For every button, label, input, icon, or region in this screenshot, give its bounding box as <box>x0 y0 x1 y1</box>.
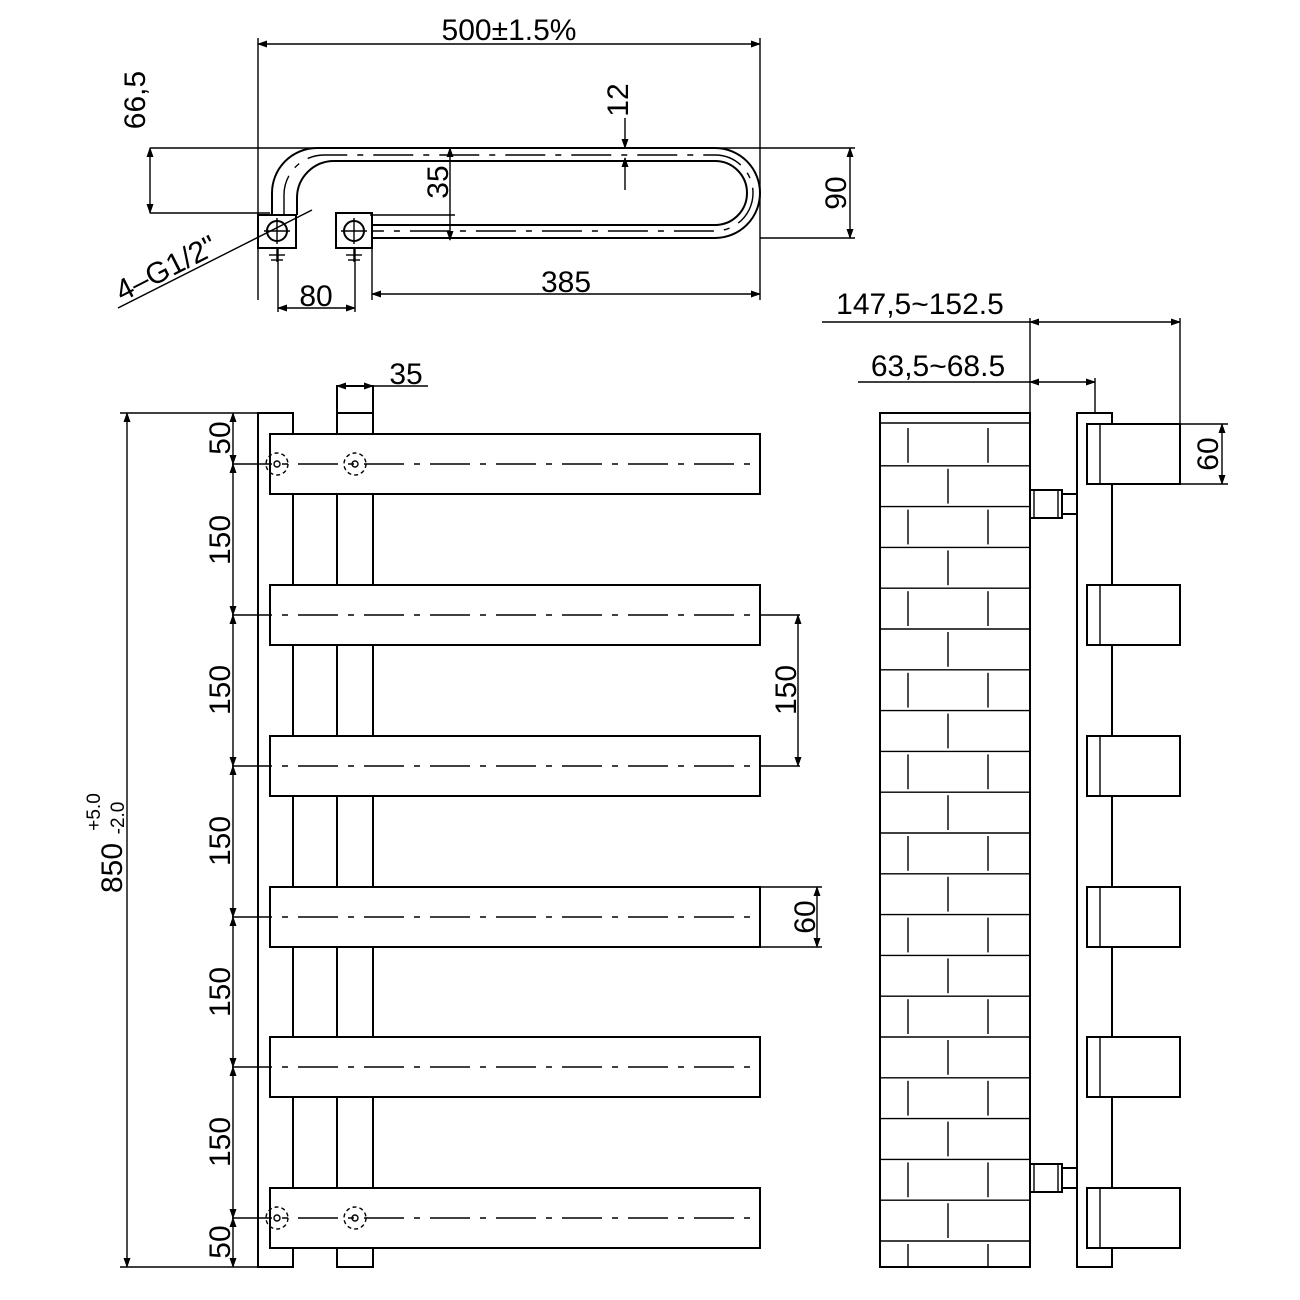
dim-60-side: 60 <box>1192 437 1225 470</box>
side-collector <box>1076 412 1113 1268</box>
brick-wall <box>879 412 1031 1268</box>
dim-90: 90 <box>820 176 853 209</box>
dim-12: 12 <box>602 83 635 116</box>
side-view: 147,5~152.5 63,5~68.5 60 <box>822 288 1228 1268</box>
dim-850-tol-minus: -2.0 <box>108 802 129 835</box>
side-bars <box>1086 423 1181 1249</box>
dim-150-1: 150 <box>204 515 237 565</box>
dim-50-top: 50 <box>204 421 237 454</box>
dim-thread: 4–G1/2" <box>110 229 222 308</box>
dim-500: 500±1.5% <box>442 14 577 47</box>
dim-385: 385 <box>541 266 591 299</box>
dim-50-bottom: 50 <box>204 1225 237 1258</box>
dim-150-3: 150 <box>204 816 237 866</box>
tube-outer <box>271 147 761 239</box>
dim-35-front: 35 <box>389 358 422 391</box>
dim-150-5: 150 <box>204 1117 237 1167</box>
wall-bracket-bottom <box>1029 1163 1078 1193</box>
brick-pattern <box>880 428 1030 1267</box>
dim-60-front: 60 <box>789 900 822 933</box>
wall-bracket-top <box>1029 489 1078 519</box>
tube-inner <box>296 160 748 226</box>
dim-147: 147,5~152.5 <box>836 288 1004 321</box>
dim-35-top: 35 <box>422 165 455 198</box>
top-view: 500±1.5% 66,5 12 35 90 4–G1/2" 80 385 <box>110 14 855 313</box>
dim-80: 80 <box>299 280 332 313</box>
dim-850: 850 <box>96 843 129 893</box>
dim-150-4: 150 <box>204 967 237 1017</box>
dim-63: 63,5~68.5 <box>871 350 1005 383</box>
dim-66: 66,5 <box>119 71 152 129</box>
vertical-bar <box>336 385 374 1268</box>
dim-150-2: 150 <box>204 665 237 715</box>
front-view: 35 50 150 150 150 150 150 50 850 +5.0 -2… <box>84 358 822 1268</box>
dim-150-right: 150 <box>770 665 803 715</box>
dim-850-tol-plus: +5.0 <box>84 793 105 831</box>
wall-panel <box>257 412 294 1268</box>
